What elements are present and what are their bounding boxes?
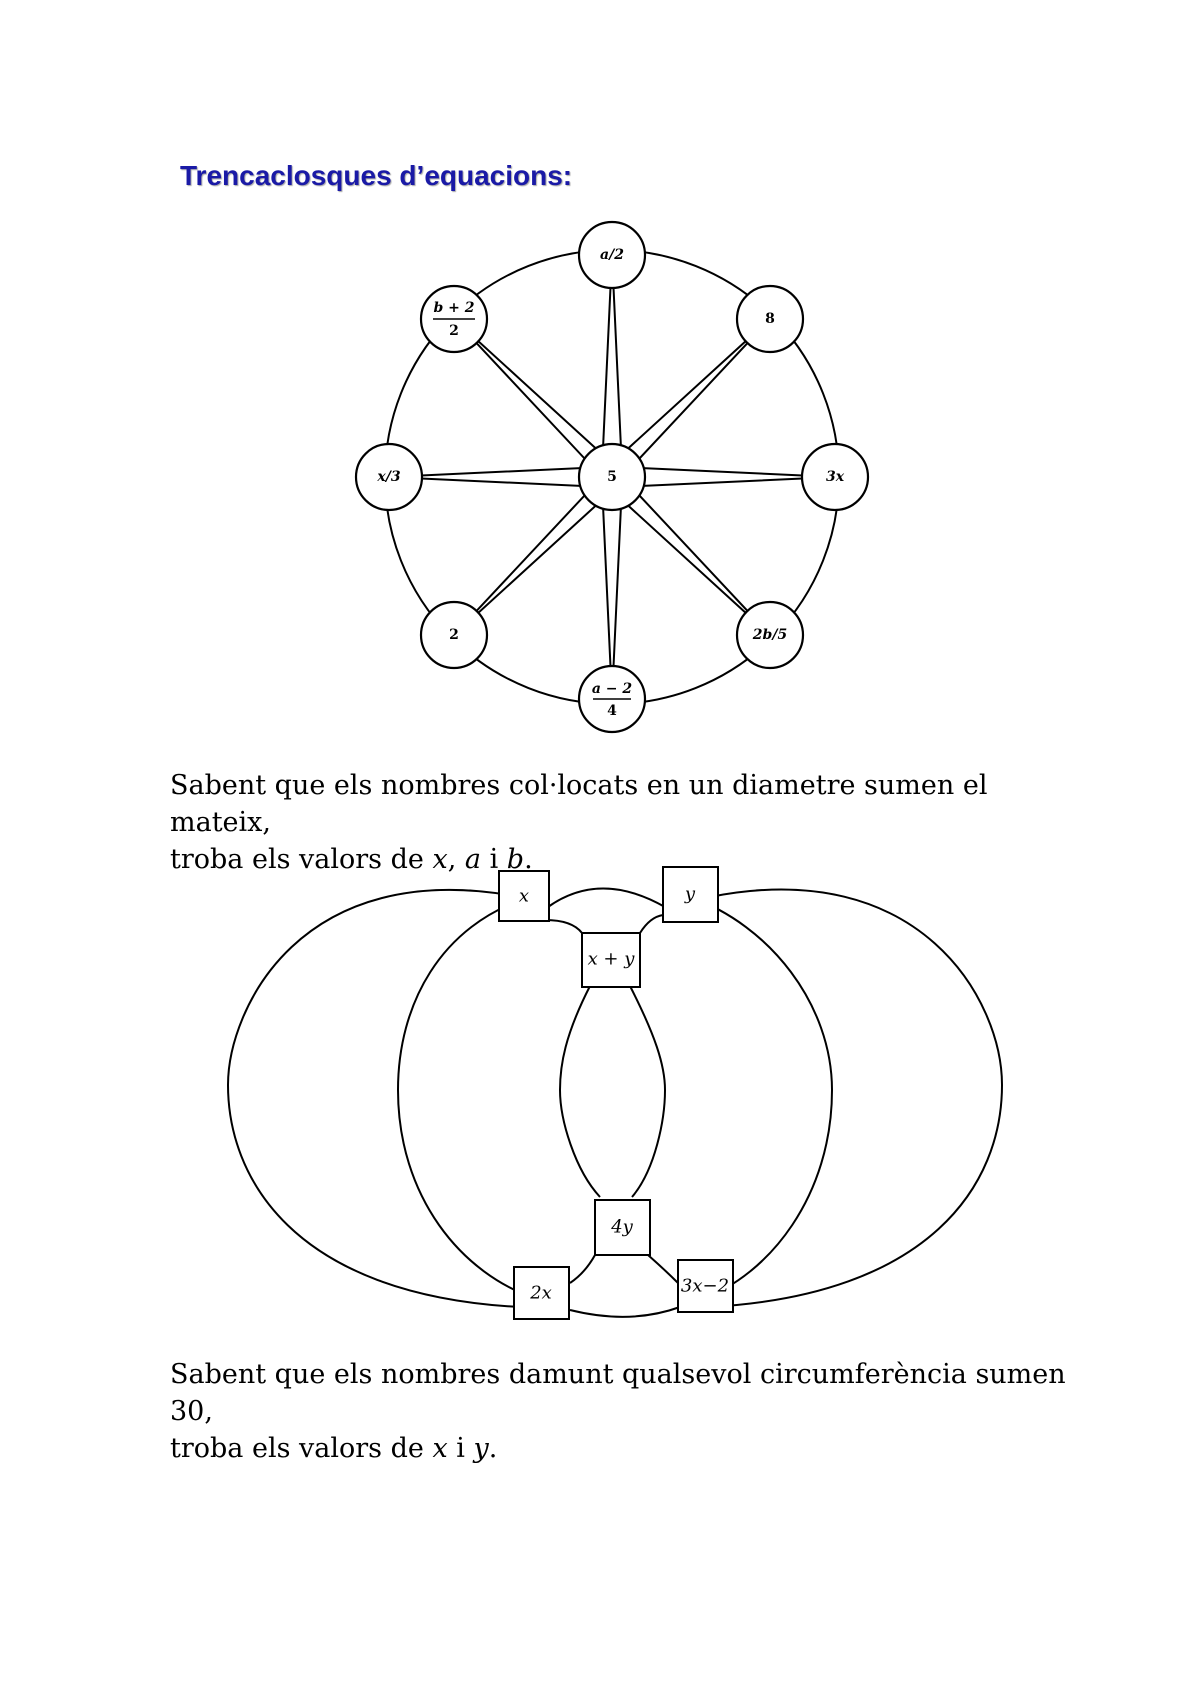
var-x: x [432, 1433, 448, 1464]
instruction-1-line2: troba els valors de [170, 844, 433, 875]
box-bottom-center-label: 4y [610, 1217, 633, 1238]
node-left-label: x/3 [376, 469, 400, 485]
box-top-right-label: y [684, 884, 696, 905]
box-bottom-left [513, 1266, 570, 1320]
instruction-1-line1: Sabent que els nombres col·locats en un … [170, 770, 988, 838]
node-bottom-numerator: a − 2 [592, 681, 633, 697]
right-circle [709, 888, 1004, 1308]
var-y: y [473, 1433, 489, 1464]
instruction-2: Sabent que els nombres damunt qualsevol … [170, 1356, 1090, 1467]
node-right-label: 3x [826, 469, 845, 485]
node-top-right [735, 284, 805, 354]
var-x: x [432, 844, 448, 875]
node-left [354, 442, 424, 512]
center-lens-right [629, 985, 667, 1198]
circles-diagram: x y x + y 4y 2x 3x−2 [226, 866, 1004, 1320]
connector [639, 914, 664, 934]
node-bottom-left-label: 2 [449, 627, 459, 643]
node-bottom-right [735, 600, 805, 670]
inner-left-circle [396, 896, 541, 1301]
box-bottom-center [594, 1199, 651, 1256]
period: . [488, 1433, 498, 1464]
left-circle [226, 889, 521, 1308]
box-bottom-right-label: 3x−2 [681, 1276, 729, 1297]
box-top-left [498, 870, 550, 922]
box-bottom-left-label: 2x [529, 1283, 552, 1304]
period: . [524, 844, 533, 875]
inner-right-circle [689, 896, 834, 1301]
center-lens-left [558, 985, 601, 1198]
bottom-arc [569, 1306, 681, 1318]
star-diagram: 5 a/2 8 3x 2b/5 a − 2 4 2 x/3 b + 2 2 [354, 220, 870, 734]
node-top-label: a/2 [600, 247, 624, 263]
instruction-1: Sabent que els nombres col·locats en un … [170, 767, 1090, 878]
box-top-left-label: x [519, 886, 529, 907]
separator: i [480, 844, 507, 875]
box-top-right [662, 866, 719, 923]
box-top-center [581, 932, 641, 988]
var-a: a [464, 844, 481, 875]
top-arc [547, 887, 666, 908]
node-top-left-numerator: b + 2 [433, 300, 474, 316]
separator: , [447, 844, 465, 875]
node-bottom-left [419, 600, 489, 670]
connector [647, 1254, 679, 1284]
node-top-right-label: 8 [765, 311, 775, 327]
separator: i [447, 1433, 474, 1464]
node-top-left-denominator: 2 [449, 323, 459, 339]
node-top [577, 220, 647, 290]
box-top-center-label: x + y [588, 949, 636, 970]
page-title: Trencaclosques d’equacions: [180, 160, 573, 191]
instruction-2-line2: troba els valors de [170, 1433, 433, 1464]
node-bottom-denominator: 4 [607, 703, 617, 719]
node-bottom-right-label: 2b/5 [752, 627, 787, 643]
instruction-2-line1: Sabent que els nombres damunt qualsevol … [170, 1359, 1066, 1427]
var-b: b [506, 844, 525, 875]
box-bottom-right [677, 1259, 734, 1313]
connector [569, 1254, 596, 1284]
connector [544, 919, 583, 934]
node-center [577, 442, 647, 512]
node-right [800, 442, 870, 512]
node-center-label: 5 [607, 469, 617, 485]
